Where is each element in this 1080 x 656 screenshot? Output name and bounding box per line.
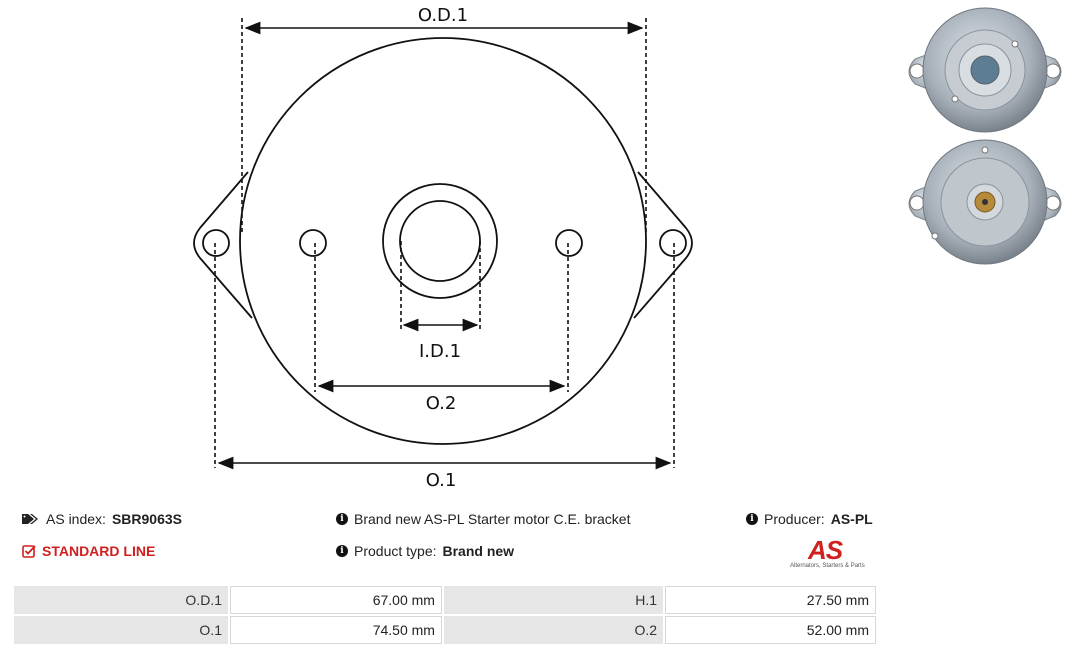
as-index-label: AS index: <box>46 511 106 527</box>
standard-line-label: STANDARD LINE <box>42 543 156 559</box>
logo-mark: AS <box>808 535 843 565</box>
technical-drawing: O.D.1 I.D.1 O.2 O.1 <box>193 5 693 491</box>
spec-value: 67.00 mm <box>230 586 442 614</box>
spec-table: O.D.1 67.00 mm H.1 27.50 mm O.1 74.50 mm… <box>12 584 878 646</box>
info-icon: i <box>746 513 758 525</box>
standard-line-badge: STANDARD LINE <box>22 543 155 559</box>
label-o1: O.1 <box>426 470 457 491</box>
label-od1: O.D.1 <box>418 5 468 26</box>
bracket-outline <box>193 37 693 445</box>
tags-icon <box>22 514 38 524</box>
label-id1: I.D.1 <box>419 341 461 362</box>
table-row: O.1 74.50 mm O.2 52.00 mm <box>14 616 876 644</box>
producer-row: i Producer: AS-PL <box>746 511 873 527</box>
producer-label: Producer: <box>764 511 825 527</box>
description-row: i Brand new AS-PL Starter motor C.E. bra… <box>336 511 631 527</box>
as-index-value: SBR9063S <box>111 511 182 527</box>
spec-key: O.2 <box>443 616 664 644</box>
producer-value: AS-PL <box>830 511 873 527</box>
description-text: Brand new AS-PL Starter motor C.E. brack… <box>354 511 631 527</box>
as-index-row: AS index: SBR9063S <box>22 511 182 527</box>
spec-key: H.1 <box>443 586 664 614</box>
product-type-value: Brand new <box>442 543 515 559</box>
product-photo-back <box>908 139 1062 265</box>
spec-value: 52.00 mm <box>665 616 876 644</box>
logo-tagline: Alternators, Starters & Parts <box>790 563 865 569</box>
spec-value: 74.50 mm <box>230 616 442 644</box>
table-row: O.D.1 67.00 mm H.1 27.50 mm <box>14 586 876 614</box>
spec-key: O.1 <box>14 616 228 644</box>
info-icon: i <box>336 513 348 525</box>
info-icon: i <box>336 545 348 557</box>
spec-value: 27.50 mm <box>665 586 876 614</box>
product-type-row: i Product type: Brand new <box>336 543 514 559</box>
product-type-label: Product type: <box>354 543 437 559</box>
label-o2: O.2 <box>426 393 457 414</box>
as-pl-logo: AS Alternators, Starters & Parts <box>790 535 880 571</box>
dimension-lines <box>214 18 675 470</box>
spec-key: O.D.1 <box>14 586 228 614</box>
product-photo-front <box>908 7 1062 133</box>
check-square-icon <box>22 545 36 558</box>
